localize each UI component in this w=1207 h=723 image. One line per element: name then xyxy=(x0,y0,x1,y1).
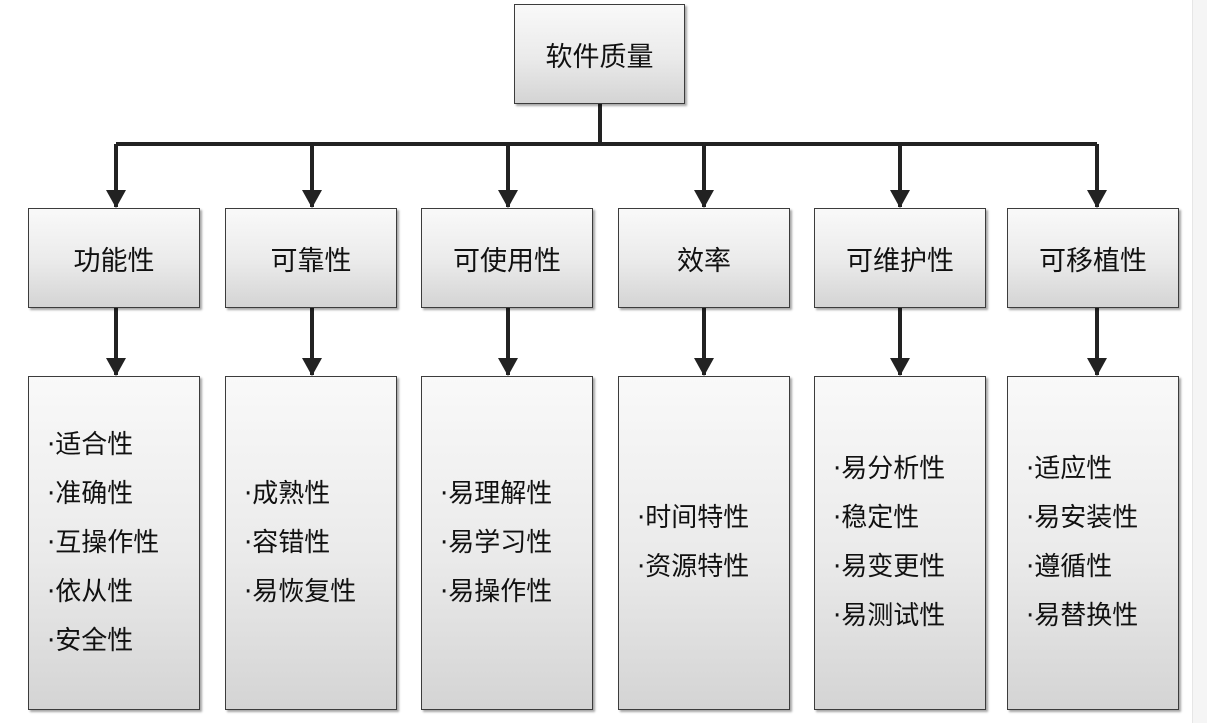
root-node-software-quality: 软件质量 xyxy=(514,4,685,104)
subcharacteristic-item: ·易恢复性 xyxy=(244,576,357,607)
subcharacteristic-item: ·资源特性 xyxy=(637,552,750,582)
subcharacteristic-item: ·易分析性 xyxy=(833,454,946,484)
subcharacteristic-item: ·安全性 xyxy=(47,625,134,656)
category-label: 功能性 xyxy=(73,245,155,277)
subcharacteristic-item: ·易变更性 xyxy=(833,552,946,582)
subcharacteristic-item: ·适应性 xyxy=(1026,454,1113,484)
subcharacteristic-item: ·时间特性 xyxy=(637,503,750,533)
subcharacteristic-item: ·容错性 xyxy=(244,527,331,558)
category-reliability: 可靠性 xyxy=(225,208,397,308)
category-label: 可移植性 xyxy=(1039,245,1147,277)
category-maintainability: 可维护性 xyxy=(814,208,986,308)
category-label: 可靠性 xyxy=(270,245,352,277)
subcharacteristic-item: ·稳定性 xyxy=(833,503,920,533)
subcharacteristic-item: ·互操作性 xyxy=(47,527,160,558)
subcharacteristics-usability: ·易理解性 ·易学习性 ·易操作性 xyxy=(421,376,593,710)
category-label: 效率 xyxy=(677,245,731,277)
subcharacteristic-item: ·易安装性 xyxy=(1026,503,1139,533)
subcharacteristics-efficiency: ·时间特性 ·资源特性 xyxy=(618,376,790,710)
subcharacteristic-item: ·易理解性 xyxy=(440,478,553,509)
category-portability: 可移植性 xyxy=(1007,208,1179,308)
category-efficiency: 效率 xyxy=(618,208,790,308)
subcharacteristic-item: ·易替换性 xyxy=(1026,601,1139,631)
subcharacteristics-maintainability: ·易分析性 ·稳定性 ·易变更性 ·易测试性 xyxy=(814,376,986,710)
subcharacteristic-item: ·易操作性 xyxy=(440,576,553,607)
category-functionality: 功能性 xyxy=(28,208,200,308)
category-label: 可维护性 xyxy=(846,245,954,277)
category-usability: 可使用性 xyxy=(421,208,593,308)
subcharacteristic-item: ·适合性 xyxy=(47,429,134,460)
page-edge-strip xyxy=(1192,0,1207,723)
subcharacteristic-item: ·遵循性 xyxy=(1026,552,1113,582)
subcharacteristics-functionality: ·适合性 ·准确性 ·互操作性 ·依从性 ·安全性 xyxy=(28,376,200,710)
subcharacteristic-item: ·成熟性 xyxy=(244,478,331,509)
subcharacteristics-reliability: ·成熟性 ·容错性 ·易恢复性 xyxy=(225,376,397,710)
subcharacteristic-item: ·准确性 xyxy=(47,478,134,509)
subcharacteristics-portability: ·适应性 ·易安装性 ·遵循性 ·易替换性 xyxy=(1007,376,1179,710)
subcharacteristic-item: ·易学习性 xyxy=(440,527,553,558)
subcharacteristic-item: ·易测试性 xyxy=(833,601,946,631)
root-node-label: 软件质量 xyxy=(545,41,654,73)
category-label: 可使用性 xyxy=(453,245,561,277)
subcharacteristic-item: ·依从性 xyxy=(47,576,134,607)
